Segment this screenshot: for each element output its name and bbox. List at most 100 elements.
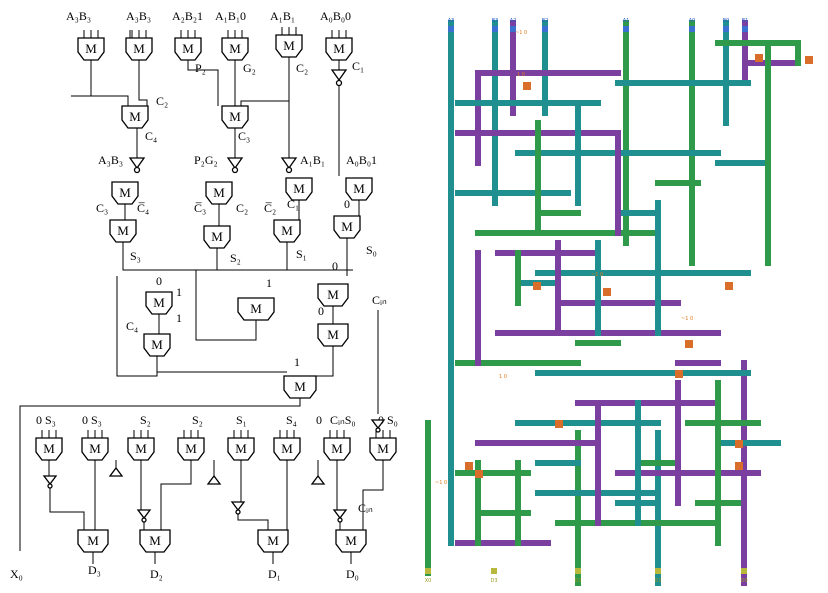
svg-text:M: M <box>133 41 145 56</box>
tile-wire <box>555 240 561 336</box>
tile-marker <box>685 340 693 348</box>
label-s1-a: S₁ <box>236 413 247 427</box>
svg-text:M: M <box>294 379 306 394</box>
svg-text:M: M <box>135 441 147 456</box>
tile-wire <box>515 420 661 426</box>
tile-wire <box>495 250 601 256</box>
top-pin-tile <box>623 26 629 32</box>
tile-wire <box>685 420 761 426</box>
tile-marker <box>555 420 563 428</box>
bottom-pin-label: D3 <box>490 578 497 584</box>
tile-wire <box>495 330 721 336</box>
tile-wire <box>595 400 601 526</box>
label-p2g2: P₂G₂ <box>194 153 218 167</box>
svg-text:M: M <box>250 301 262 316</box>
tile-marker <box>603 288 611 296</box>
label-a0b0-1: A₀B₀1 <box>346 153 377 167</box>
label-zero-b: 0 <box>156 274 162 288</box>
top-pin-tile <box>723 26 729 32</box>
label-c3b: C₃ <box>96 201 108 215</box>
label-zero-c: 0 <box>332 259 338 273</box>
svg-text:M: M <box>229 109 241 124</box>
bottom-pin-tile <box>425 568 431 574</box>
svg-text:M: M <box>333 41 345 56</box>
label-s0: S₀ <box>366 243 377 257</box>
label-g2: G₂ <box>243 61 256 75</box>
top-pin-tile <box>542 26 548 32</box>
tile-wire <box>535 460 581 466</box>
tile-wire <box>455 360 581 366</box>
bottom-pin-label: D0 <box>740 578 747 584</box>
label-c2bar: C̅₂ <box>264 201 276 215</box>
svg-text:M: M <box>117 223 129 238</box>
tile-wire <box>675 360 721 366</box>
svg-text:M: M <box>149 533 161 548</box>
tile-wire <box>623 20 629 246</box>
tile-wire <box>575 430 581 586</box>
bottom-pin-tile <box>741 568 747 574</box>
top-pin-label: A2 <box>510 18 517 24</box>
label-d1: D₁ <box>268 567 281 581</box>
tile-wire <box>510 20 516 116</box>
label-one-a: 1 <box>176 285 182 299</box>
label-a3b3-1: A₃B₃ <box>66 9 91 23</box>
svg-text:M: M <box>345 533 357 548</box>
top-pin-tile <box>510 26 516 32</box>
svg-text:M: M <box>182 41 194 56</box>
label-d3: D₃ <box>88 563 101 577</box>
tile-wire <box>715 160 771 166</box>
label-s1: S₁ <box>296 247 307 261</box>
svg-text:M: M <box>213 185 225 200</box>
label-a1b1-2: A₁B₁ <box>300 153 325 167</box>
svg-text:M: M <box>151 337 163 352</box>
top-pin-label: B1 <box>742 18 749 24</box>
tile-wire <box>655 430 661 586</box>
tile-wire <box>575 340 621 346</box>
label-a1b1: A₁B₁ <box>270 9 295 23</box>
tile-wire <box>475 70 481 166</box>
tile-wire <box>655 180 701 186</box>
tile-wire <box>742 20 748 86</box>
bottom-pin-label: D1 <box>654 578 661 584</box>
tile-marker <box>805 56 813 64</box>
label-x0: X₀ <box>10 567 23 581</box>
tile-wire <box>689 20 695 266</box>
label-a0b0-0: A₀B₀0 <box>320 9 351 23</box>
tile-wire <box>595 240 601 336</box>
svg-text:M: M <box>377 441 389 456</box>
svg-text:M: M <box>331 441 343 456</box>
label-a3b3-2: A₃B₃ <box>126 9 151 23</box>
bottom-pin-tile <box>655 568 661 574</box>
label-zero-d: 0 <box>318 304 324 318</box>
svg-text:M: M <box>153 295 165 310</box>
top-pin-label: A3 <box>448 18 455 24</box>
tile-wire <box>492 20 498 206</box>
top-pin-label: B2 <box>542 18 549 24</box>
label-cin-b: Cᵢₙ <box>358 501 373 515</box>
tile-wire <box>575 100 581 206</box>
svg-text:M: M <box>211 229 223 244</box>
tile-wire <box>515 460 521 546</box>
svg-text:M: M <box>281 441 293 456</box>
svg-text:M: M <box>119 185 131 200</box>
tile-wire <box>745 60 801 66</box>
tile-wire <box>542 20 548 116</box>
tile-wire <box>575 400 721 406</box>
svg-text:M: M <box>235 441 247 456</box>
label-c4bar: C̅₄ <box>137 201 149 215</box>
label-c4a: C₄ <box>145 129 157 143</box>
label-one-d: 1 <box>294 355 300 369</box>
tile-note: ~1 0 <box>681 316 693 322</box>
tile-wire <box>515 250 521 306</box>
svg-text:M: M <box>353 181 365 196</box>
top-pin-label: A0 <box>689 18 696 24</box>
tile-wire <box>765 40 771 266</box>
tile-marker <box>465 462 473 470</box>
top-pin-label: B3 <box>492 18 499 24</box>
tile-wire <box>475 460 481 546</box>
top-pin-tile <box>448 26 454 32</box>
tile-wire <box>795 40 801 66</box>
label-cin: Cᵢₙ <box>372 293 387 307</box>
tile-wire <box>555 300 681 306</box>
